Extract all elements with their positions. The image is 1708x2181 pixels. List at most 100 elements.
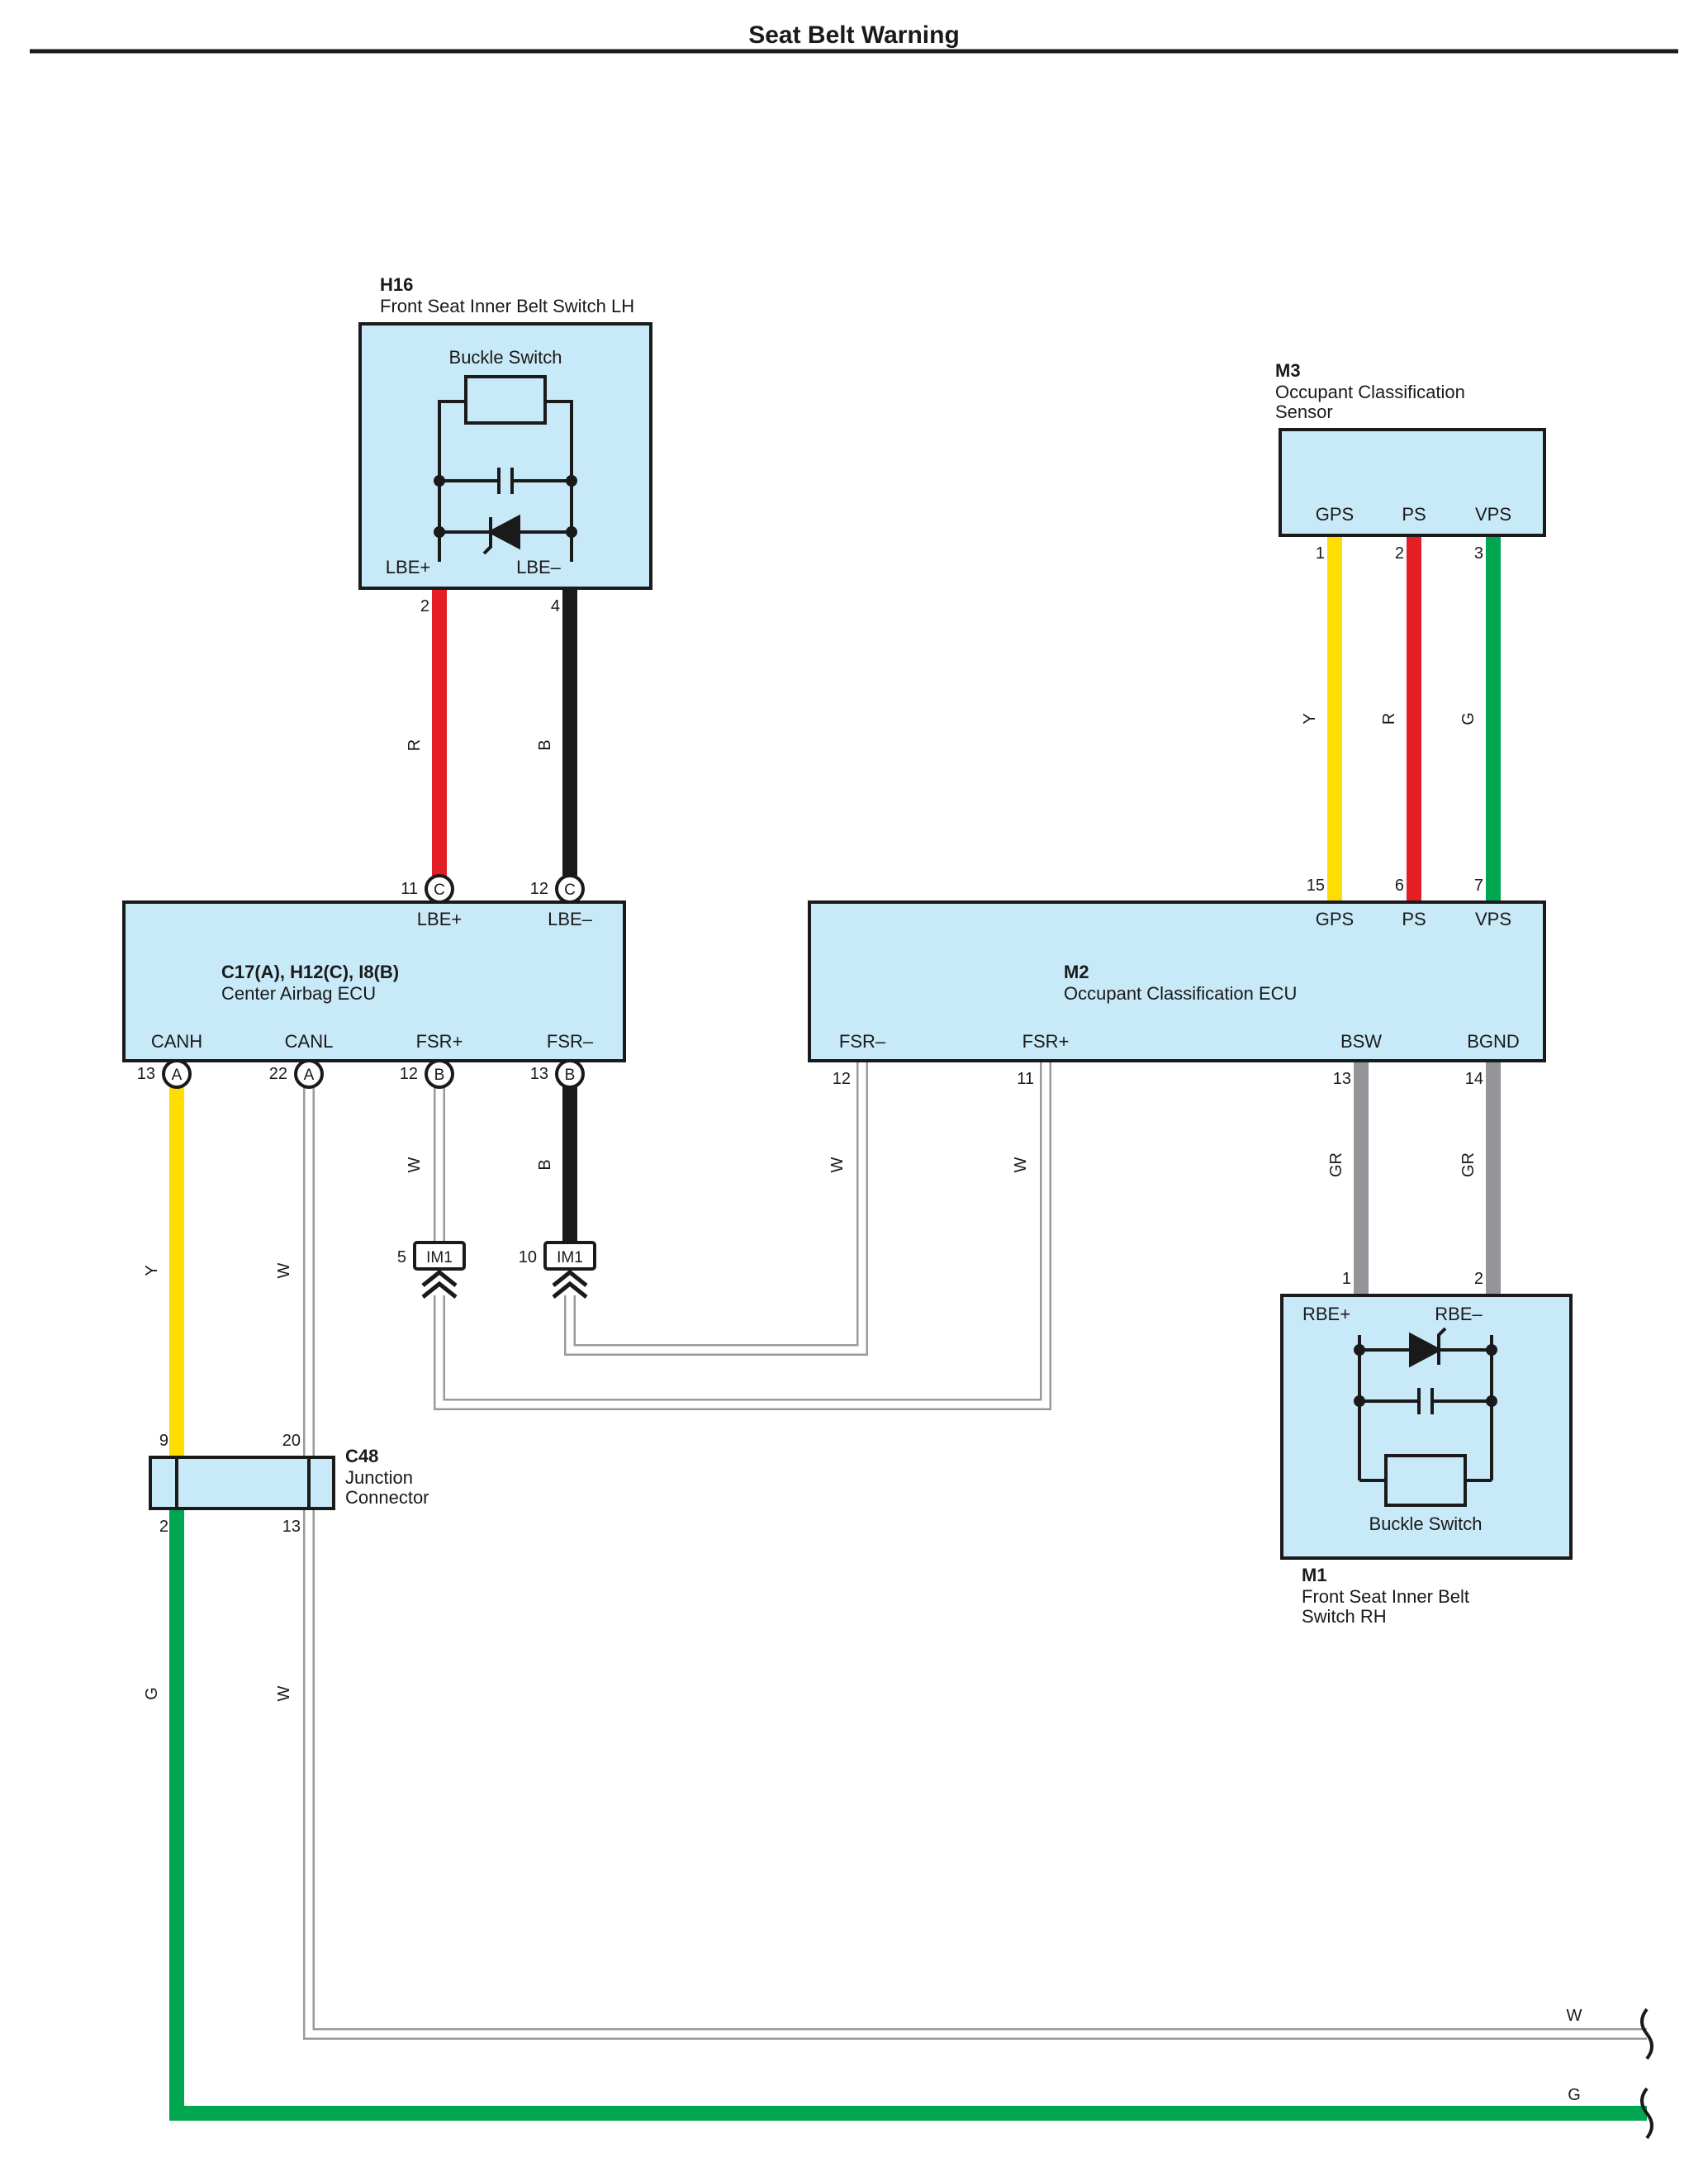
m1-code: M1	[1302, 1565, 1327, 1585]
c48-pin-13: 13	[282, 1518, 301, 1536]
component-c48: 9 20 2 13 C48 Junction Connector	[149, 1432, 429, 1536]
m1-buckle-switch-schematic	[1358, 1327, 1493, 1507]
wire-label-m3-r: R	[1380, 713, 1398, 725]
ecu-pin-canh: CANH	[151, 1031, 202, 1052]
im1-pin-5: 5	[397, 1248, 406, 1266]
m3-pin-num-2: 2	[1395, 544, 1404, 563]
h16-pin-num-4: 4	[551, 597, 560, 615]
h16-box	[358, 322, 652, 590]
h16-pin-lbe-minus: LBE–	[516, 557, 562, 577]
wire-label-bsw: GR	[1327, 1152, 1345, 1177]
m2-pin-num-12: 12	[833, 1070, 851, 1088]
h16-code: H16	[380, 274, 413, 295]
component-m2: M2 Occupant Classification ECU GPS PS VP…	[808, 877, 1546, 1088]
connector-b-marker	[555, 1059, 585, 1089]
connector-c-marker	[555, 874, 585, 904]
svg-text:B: B	[565, 1067, 576, 1084]
m1-box	[1280, 1294, 1573, 1560]
svg-text:A: A	[172, 1067, 183, 1084]
m2-pin-fsr-plus: FSR+	[1022, 1031, 1070, 1052]
wire-label-exit-g: G	[1568, 2086, 1581, 2104]
wire-label-canl: W	[275, 1262, 293, 1278]
c48-pin-2: 2	[159, 1518, 168, 1536]
h16-pin-num-2: 2	[420, 597, 429, 615]
ecu-pin-num-11: 11	[401, 880, 418, 898]
m3-pin-vps: VPS	[1475, 504, 1511, 525]
m2-pin-bsw: BSW	[1340, 1031, 1382, 1052]
m2-name: Occupant Classification ECU	[1064, 983, 1297, 1004]
m1-name-2: Switch RH	[1302, 1606, 1387, 1627]
m3-name-1: Occupant Classification	[1275, 382, 1465, 402]
m2-pin-ps: PS	[1402, 909, 1426, 929]
m3-pin-ps: PS	[1402, 504, 1426, 525]
ecu-pin-num-12: 12	[530, 880, 548, 898]
m3-pin-num-1: 1	[1316, 544, 1325, 563]
m2-pin-num-14: 14	[1465, 1070, 1483, 1088]
m2-pin-fsr-minus: FSR–	[839, 1031, 886, 1052]
wire-label-canh: Y	[143, 1265, 161, 1276]
ecu-pin-lbe-minus: LBE–	[548, 909, 593, 929]
c48-name-2: Connector	[345, 1487, 429, 1508]
break-symbol-g	[1640, 2087, 1653, 2140]
m2-pin-num-15: 15	[1307, 877, 1325, 895]
page-title: Seat Belt Warning	[748, 21, 960, 49]
wire-label-m3-y: Y	[1301, 713, 1319, 724]
ecu-pin-num-22: 22	[269, 1065, 287, 1083]
wire-label-h16-b: B	[536, 739, 554, 750]
connector-im1-10: IM1 10	[519, 1241, 596, 1299]
ecu-connector-markers: C C A A B B	[162, 874, 585, 1089]
m2-pin-bgnd: BGND	[1467, 1031, 1520, 1052]
ecu-pin-num-13a: 13	[137, 1065, 155, 1083]
wire-label-exit-w: W	[1567, 2007, 1582, 2025]
im1-label-5: IM1	[426, 1249, 453, 1266]
ecu-pin-canl: CANL	[285, 1031, 334, 1052]
h16-buckle-switch-schematic	[438, 375, 573, 562]
svg-text:B: B	[434, 1067, 445, 1084]
im1-label-10: IM1	[557, 1249, 583, 1266]
ecu-pin-lbe-plus: LBE+	[417, 909, 462, 929]
m2-pin-vps: VPS	[1475, 909, 1511, 929]
m3-pin-gps: GPS	[1316, 504, 1354, 525]
m3-code: M3	[1275, 360, 1301, 381]
connector-c-marker	[425, 874, 454, 904]
wire-label-fsr-plus: W	[406, 1157, 424, 1172]
wires	[169, 535, 1647, 2121]
svg-text:C: C	[564, 881, 576, 899]
m2-box	[808, 900, 1546, 1062]
wire-im1-10-to-m2-fsr-minus	[564, 1062, 868, 1356]
ecu-pin-num-13b: 13	[530, 1065, 548, 1083]
ecu-pin-num-12b: 12	[400, 1065, 418, 1083]
m1-pin-rbe-plus: RBE+	[1302, 1304, 1350, 1324]
component-h16: H16 Front Seat Inner Belt Switch LH Buck…	[358, 274, 652, 615]
wire-label-c48-g: G	[143, 1687, 161, 1700]
h16-pin-lbe-plus: LBE+	[386, 557, 430, 577]
m3-name-2: Sensor	[1275, 402, 1333, 422]
wire-label-m2-fsr-plus: W	[1012, 1157, 1030, 1172]
m2-pin-num-13: 13	[1333, 1070, 1351, 1088]
m2-pin-num-11: 11	[1017, 1070, 1034, 1088]
connector-a-marker	[294, 1059, 324, 1089]
break-symbol-w	[1640, 2008, 1653, 2060]
m1-pin-num-1: 1	[1342, 1270, 1351, 1288]
wire-c48-out-g	[169, 1510, 1647, 2121]
m2-code: M2	[1064, 962, 1089, 982]
m1-pin-num-2: 2	[1474, 1270, 1483, 1288]
m3-pin-num-3: 3	[1474, 544, 1483, 563]
c48-name-1: Junction	[345, 1467, 413, 1488]
m1-pin-rbe-minus: RBE–	[1435, 1304, 1483, 1324]
m1-name-1: Front Seat Inner Belt	[1302, 1586, 1469, 1607]
ecu-box	[122, 900, 626, 1062]
ecu-name: Center Airbag ECU	[221, 983, 376, 1004]
m2-pin-num-7: 7	[1474, 877, 1483, 895]
svg-text:C: C	[434, 881, 445, 899]
connector-b-marker	[425, 1059, 454, 1089]
c48-pin-9: 9	[159, 1432, 168, 1450]
component-center-airbag-ecu: C17(A), H12(C), I8(B) Center Airbag ECU …	[122, 880, 626, 1083]
wire-label-m2-fsr-minus: W	[828, 1157, 847, 1172]
m3-box	[1279, 428, 1546, 537]
connector-im1-5: IM1 5	[397, 1241, 466, 1299]
ecu-code: C17(A), H12(C), I8(B)	[221, 962, 399, 982]
ecu-pin-fsr-minus: FSR–	[547, 1031, 594, 1052]
m2-pin-gps: GPS	[1316, 909, 1354, 929]
